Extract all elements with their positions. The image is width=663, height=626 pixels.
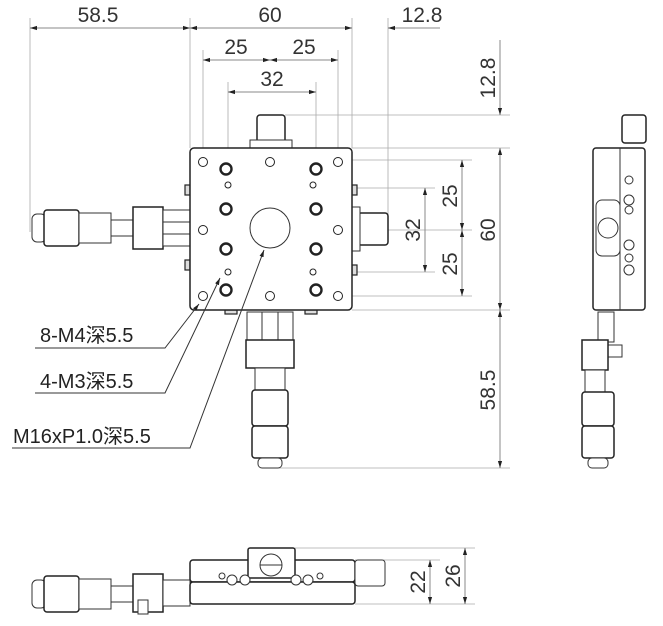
callout-m4-holes: 8-M4深5.5	[40, 324, 133, 347]
dim-front-height-total: 26	[442, 564, 465, 587]
mounting-holes	[198, 157, 343, 301]
y-micrometer	[245, 311, 295, 469]
center-thread-hole	[249, 207, 291, 249]
front-view	[31, 547, 386, 615]
m4-hole	[333, 157, 343, 167]
x-micrometer	[31, 206, 191, 250]
side-view	[581, 114, 647, 469]
dim-front-height-body: 22	[407, 570, 430, 593]
counterbore-hole	[309, 202, 323, 216]
m4-hole	[198, 157, 208, 167]
m3-hole	[309, 268, 317, 276]
dim-hole-pitch-left: 25	[224, 36, 247, 59]
counterbore-hole	[219, 202, 233, 216]
counterbore-hole	[309, 162, 323, 176]
counterbore-hole	[219, 242, 233, 256]
dim-right-pitch-inner: 32	[402, 218, 425, 241]
m4-hole	[198, 225, 208, 235]
dim-hole-pitch-inner: 32	[260, 68, 283, 91]
top-view	[31, 114, 389, 469]
top-knob	[256, 114, 286, 144]
m4-hole	[198, 291, 208, 301]
callout-m3-holes: 4-M3深5.5	[40, 370, 133, 393]
dim-right-top-knob: 12.8	[477, 58, 500, 99]
dim-top-right-knob: 12.8	[402, 4, 443, 27]
m4-hole	[333, 225, 343, 235]
m3-hole	[224, 181, 232, 189]
dim-top-width: 60	[258, 4, 281, 27]
m4-hole	[265, 157, 275, 167]
callouts	[12, 249, 265, 449]
top-knob-collar	[249, 139, 293, 149]
dim-right-bottom-offset: 58.5	[477, 370, 500, 411]
callout-center-thread: M16xP1.0深5.5	[13, 425, 151, 448]
right-knob	[357, 212, 389, 246]
dim-right-pitch-lower: 25	[439, 252, 462, 275]
m3-hole	[224, 268, 232, 276]
counterbore-hole	[219, 283, 233, 297]
counterbore-hole	[309, 242, 323, 256]
m4-hole	[265, 291, 275, 301]
dimension-lines	[30, 25, 503, 604]
dim-right-height: 60	[477, 218, 500, 241]
m4-hole	[333, 291, 343, 301]
dim-right-pitch-upper: 25	[439, 184, 462, 207]
m3-hole	[309, 181, 317, 189]
dim-hole-pitch-right: 25	[292, 36, 315, 59]
counterbore-hole	[219, 162, 233, 176]
dim-top-left-offset: 58.5	[78, 4, 119, 27]
counterbore-hole	[309, 283, 323, 297]
extension-lines	[29, 18, 510, 605]
